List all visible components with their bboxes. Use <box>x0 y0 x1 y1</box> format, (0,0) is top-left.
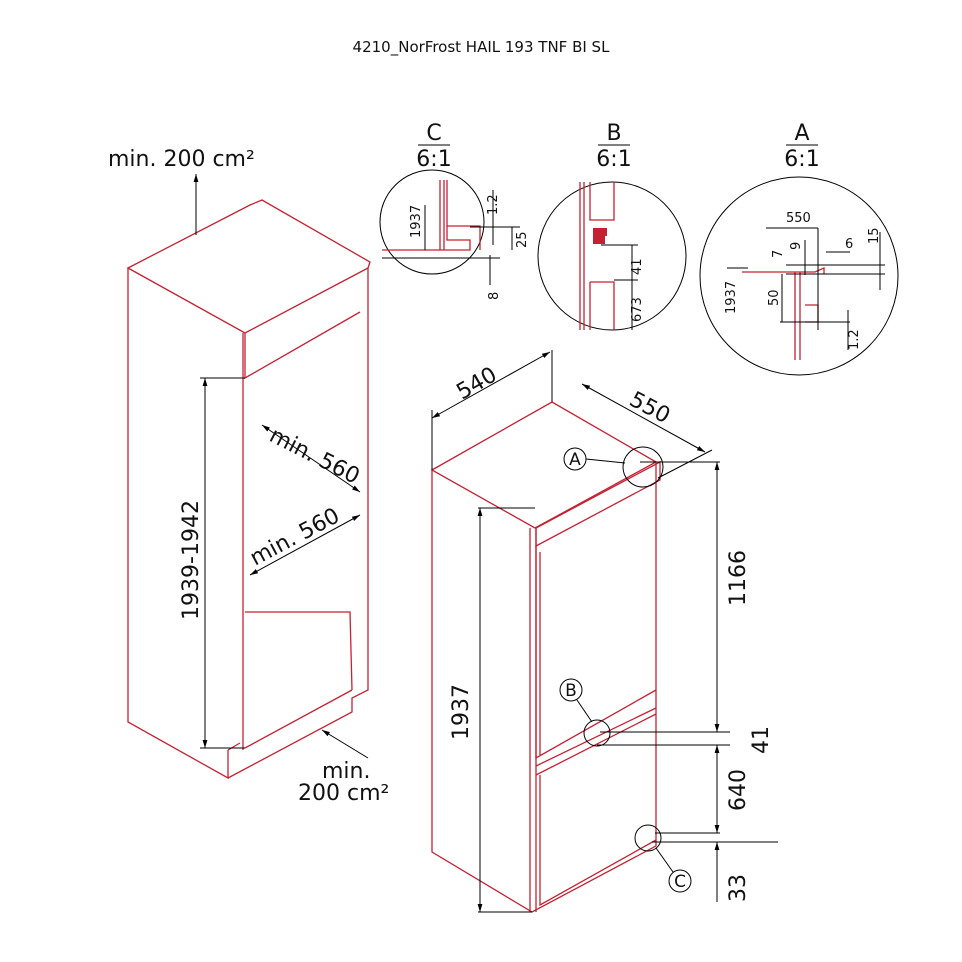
detail-c-dim-25: 25 <box>515 231 530 248</box>
detail-b: B 6:1 41 673 <box>537 121 687 331</box>
marker-c: C <box>674 872 686 892</box>
marker-a: A <box>569 450 581 470</box>
vent-bottom-label-2: 200 cm² <box>298 781 389 806</box>
detail-a-scale: 6:1 <box>784 147 819 172</box>
detail-a-dim-1.2: 1.2 <box>847 329 862 350</box>
depth-bottom-label: min. 560 <box>246 503 344 571</box>
detail-b-scale: 6:1 <box>596 147 631 172</box>
upper-door-label: 1166 <box>726 550 751 606</box>
detail-a-dim-1937: 1937 <box>724 281 739 314</box>
gap-label: 41 <box>749 726 774 754</box>
detail-c-letter: C <box>426 121 441 146</box>
detail-a-letter: A <box>794 121 809 146</box>
vent-top-label: min. 200 cm² <box>108 147 255 172</box>
vent-bottom-label-1: min. <box>322 759 370 784</box>
detail-c-dim-8: 8 <box>487 292 502 300</box>
detail-c-dim-1.2: 1.2 <box>486 194 501 215</box>
niche-height-label: 1939-1942 <box>179 500 204 620</box>
lower-door-label: 640 <box>726 769 751 811</box>
detail-b-letter: B <box>606 121 621 146</box>
detail-c-dim-1937: 1937 <box>409 205 424 238</box>
depth-top-label: min. 560 <box>265 423 363 490</box>
bottom-label: 33 <box>726 874 751 902</box>
appliance <box>430 401 664 913</box>
detail-c: C 6:1 1937 1.2 25 8 <box>379 121 530 300</box>
detail-a-dim-550: 550 <box>786 211 811 226</box>
height-label: 1937 <box>449 684 474 740</box>
detail-a-dim-15: 15 <box>867 227 882 244</box>
width-label: 540 <box>453 363 502 406</box>
niche-cabinet <box>126 199 371 780</box>
appliance-dimensions: 540 550 1937 1166 41 640 33 A B C <box>431 350 778 913</box>
niche-dimensions: min. 200 cm² 1939-1942 min. 560 min. 560… <box>108 147 389 806</box>
page-title: 4210_NorFrost HAIL 193 TNF BI SL <box>353 38 611 57</box>
marker-b: B <box>565 681 577 701</box>
depth-label: 550 <box>625 387 674 429</box>
detail-b-dim-673: 673 <box>630 297 645 322</box>
detail-c-scale: 6:1 <box>416 147 451 172</box>
detail-a-dim-9: 9 <box>789 242 804 250</box>
detail-a-dim-7: 7 <box>771 250 786 258</box>
detail-b-dim-41: 41 <box>630 258 645 275</box>
detail-a: A 6:1 550 7 9 6 15 1937 50 1.2 <box>699 121 899 376</box>
detail-a-dim-50: 50 <box>767 289 782 306</box>
detail-a-dim-6: 6 <box>845 237 853 252</box>
